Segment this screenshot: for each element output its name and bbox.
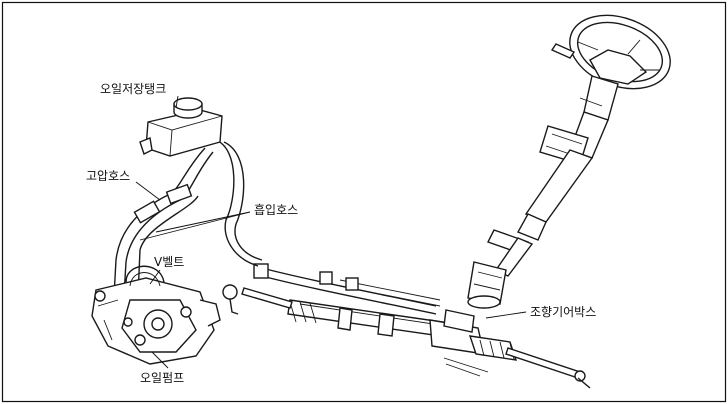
leader-suction-hose-2 xyxy=(139,211,251,241)
leader-high-pressure-hose xyxy=(135,181,161,201)
label-suction-hose: 흡입호스 xyxy=(254,203,298,217)
leader-oil-pump xyxy=(151,351,169,369)
steering-wheel xyxy=(550,14,671,90)
steering-rack xyxy=(222,284,591,389)
high-pressure-hose xyxy=(113,147,214,297)
suction-hose xyxy=(137,139,263,297)
label-high-pressure-hose: 고압호스 xyxy=(86,169,130,183)
label-reservoir-tank: 오일저장탱크 xyxy=(100,82,166,96)
label-v-belt: V벨트 xyxy=(154,255,184,269)
leader-v-belt xyxy=(149,269,161,285)
steering-column xyxy=(487,75,619,277)
column-boot xyxy=(467,261,507,309)
leader-reservoir-tank xyxy=(175,95,179,109)
leader-steering-gearbox xyxy=(485,311,527,319)
label-oil-pump: 오일펌프 xyxy=(140,371,184,385)
label-steering-gearbox: 조향기어박스 xyxy=(530,305,596,319)
oil-pump xyxy=(91,277,221,365)
pressure-lines xyxy=(253,263,441,315)
v-belt xyxy=(125,265,165,287)
leader-suction-hose xyxy=(155,211,251,233)
reservoir-tank xyxy=(139,97,223,157)
